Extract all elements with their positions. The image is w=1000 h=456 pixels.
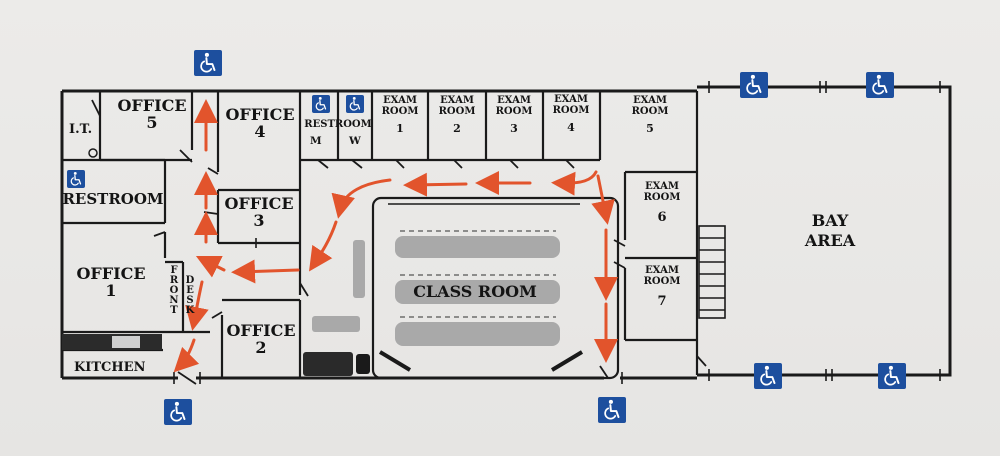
wheelchair-accessible-icon — [164, 399, 192, 425]
restroom-m-label: M — [310, 135, 322, 147]
wheelchair-accessible-icon — [346, 95, 364, 113]
wheelchair-accessible-icon — [754, 363, 782, 389]
class-table-1 — [395, 236, 560, 258]
wheelchair-accessible-icon — [866, 72, 894, 98]
wheelchair-glyph — [315, 96, 327, 111]
stairs — [698, 225, 726, 319]
wheelchair-glyph — [746, 74, 762, 95]
classroom-speaker-left — [378, 350, 412, 372]
restroom-w-label: W — [349, 135, 361, 147]
wheelchair-glyph — [884, 365, 900, 386]
wheelchair-glyph — [70, 171, 82, 186]
wheelchair-accessible-icon — [67, 170, 85, 188]
lobby-bench — [312, 316, 360, 332]
evacuation-route — [173, 99, 618, 373]
class-table-2 — [395, 280, 560, 304]
restroom-label: RESTROOM — [62, 190, 164, 208]
lobby-bin — [356, 354, 370, 374]
lobby-counter — [303, 352, 353, 376]
class-table-3 — [395, 322, 560, 346]
wheelchair-accessible-icon — [194, 50, 222, 76]
wheelchair-glyph — [170, 401, 186, 422]
classroom-label: CLASS ROOM — [413, 282, 537, 301]
wheelchair-glyph — [604, 399, 620, 420]
kitchen-label: KITCHEN — [74, 360, 146, 375]
classroom-outline — [371, 196, 620, 380]
it-equipment — [88, 148, 98, 158]
side-cabinet — [353, 240, 365, 298]
wheelchair-glyph — [872, 74, 888, 95]
it-room-label: I.T. — [69, 122, 93, 137]
wheelchair-accessible-icon — [878, 363, 906, 389]
wall-ticks — [173, 81, 941, 384]
class-chairs — [400, 230, 556, 318]
classroom-speaker-right — [550, 350, 584, 372]
doors — [91, 99, 707, 385]
wheelchair-glyph — [200, 52, 216, 73]
wheelchair-glyph — [760, 365, 776, 386]
kitchen-sink — [112, 336, 140, 348]
wheelchair-accessible-icon — [598, 397, 626, 423]
wheelchair-glyph — [349, 96, 361, 111]
restroom-top-label: RESTROOM — [304, 119, 372, 130]
wheelchair-accessible-icon — [312, 95, 330, 113]
wheelchair-accessible-icon — [740, 72, 768, 98]
